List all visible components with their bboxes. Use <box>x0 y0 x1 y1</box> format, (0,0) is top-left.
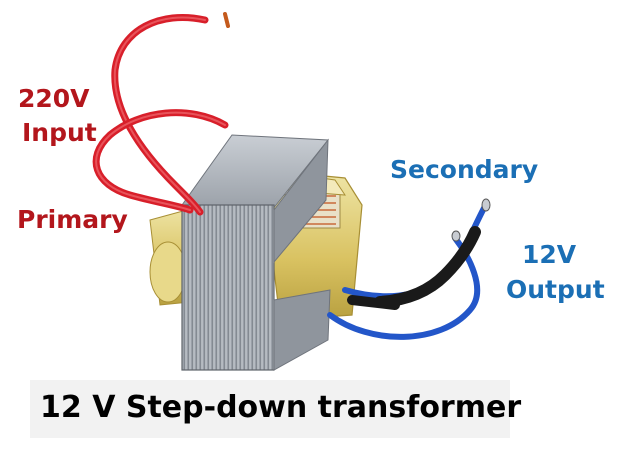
caption-background <box>30 380 510 438</box>
input-label: Input <box>22 118 97 147</box>
primary-label: Primary <box>17 205 128 234</box>
secondary-label: Secondary <box>390 155 539 184</box>
input-voltage-label: 220V <box>18 84 90 113</box>
output-voltage-label: 12V <box>522 240 577 269</box>
steel-core <box>181 134 331 371</box>
primary-red-wires <box>92 12 230 216</box>
output-label: Output <box>506 275 605 304</box>
secondary-blue-wires <box>327 198 491 340</box>
caption-text: 12 V Step-down transformer <box>40 390 522 425</box>
